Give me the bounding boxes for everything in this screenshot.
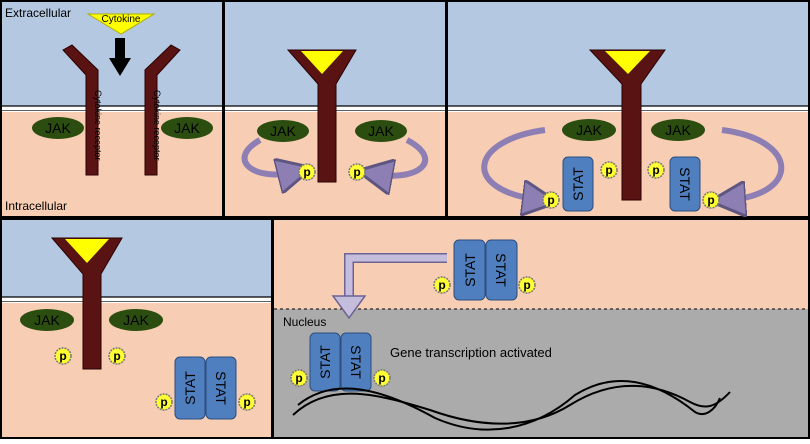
receptor-icon xyxy=(286,49,357,183)
svg-text:STAT: STAT xyxy=(213,371,229,405)
phosphate-icon: p xyxy=(600,161,618,179)
svg-text:p: p xyxy=(243,395,250,409)
svg-text:p: p xyxy=(378,371,385,385)
svg-text:p: p xyxy=(652,163,659,177)
curved-arrow-icon xyxy=(481,127,545,200)
jak-label: JAK xyxy=(45,120,71,136)
stat-icon: STAT xyxy=(340,332,372,392)
panel-4: JAK JAK p p STAT STAT p xyxy=(0,218,273,439)
jak-icon xyxy=(161,117,213,139)
svg-text:p: p xyxy=(438,278,445,292)
phosphate-icon: p xyxy=(348,163,366,181)
receptor-icon xyxy=(50,237,123,370)
phosphate-icon: p xyxy=(518,276,536,294)
phosphate-icon: p xyxy=(433,276,451,294)
jak-label: JAK xyxy=(665,122,691,138)
svg-text:p: p xyxy=(303,165,310,179)
svg-text:p: p xyxy=(59,349,66,363)
svg-text:p: p xyxy=(113,349,120,363)
panel-3: JAK JAK STAT STAT p p p p xyxy=(446,0,810,217)
jak-label: JAK xyxy=(368,123,394,139)
curved-arrow-icon xyxy=(241,137,295,174)
jak-label: JAK xyxy=(270,123,296,139)
jak-label: JAK xyxy=(34,312,60,328)
stat-dimer: STAT STAT p p xyxy=(290,332,391,392)
intracellular-label: Intracellular xyxy=(5,199,67,213)
svg-text:STAT: STAT xyxy=(462,253,478,287)
stat-icon: STAT xyxy=(669,156,701,212)
panel-2: JAK JAK p p xyxy=(223,0,447,218)
svg-text:p: p xyxy=(353,165,360,179)
down-arrow-icon xyxy=(109,38,131,76)
panel-5: Nucleus Gene transcription activated STA… xyxy=(272,218,810,439)
cytokine-icon xyxy=(605,51,650,74)
jak-label: JAK xyxy=(576,122,602,138)
jak-icon xyxy=(32,117,84,139)
receptor-label-left: Cytokine receptor xyxy=(93,90,103,161)
stat-label: STAT xyxy=(677,167,693,201)
stat-label: STAT xyxy=(570,167,586,201)
jak-icon xyxy=(562,119,616,141)
stat-icon: STAT xyxy=(453,239,486,301)
jak-icon xyxy=(109,309,163,331)
svg-text:STAT: STAT xyxy=(182,371,198,405)
phosphate-icon: p xyxy=(647,161,665,179)
phosphate-icon: p xyxy=(702,191,720,209)
jak-icon xyxy=(257,120,309,142)
stat-icon: STAT xyxy=(485,239,518,301)
gene-transcription-label: Gene transcription activated xyxy=(390,345,552,360)
curved-arrow-icon xyxy=(375,137,429,176)
phosphate-icon: p xyxy=(298,163,316,181)
jak-icon xyxy=(355,120,407,142)
jak-label: JAK xyxy=(123,312,149,328)
svg-text:p: p xyxy=(547,193,554,207)
svg-text:p: p xyxy=(605,163,612,177)
cytokine-icon xyxy=(65,239,109,263)
phosphate-icon: p xyxy=(108,347,126,365)
jak-icon xyxy=(651,119,705,141)
nucleus-label: Nucleus xyxy=(283,315,326,329)
cytokine-icon xyxy=(86,13,156,35)
dna-icon xyxy=(292,380,731,431)
svg-text:p: p xyxy=(160,395,167,409)
receptor-icon xyxy=(62,44,99,176)
svg-text:STAT: STAT xyxy=(348,345,364,379)
jak-icon xyxy=(20,309,74,331)
svg-text:p: p xyxy=(523,278,530,292)
phosphate-icon: p xyxy=(290,369,308,387)
translocation-arrow-icon xyxy=(331,253,447,320)
stat-icon: STAT xyxy=(562,156,594,212)
svg-text:p: p xyxy=(707,193,714,207)
svg-text:STAT: STAT xyxy=(317,345,333,379)
receptor-icon xyxy=(588,49,666,201)
panel-1: Extracellular Intracellular Cytokine Cyt… xyxy=(0,0,224,218)
svg-text:STAT: STAT xyxy=(493,253,509,287)
cytokine-label: Cytokine xyxy=(102,14,141,25)
phosphate-icon: p xyxy=(542,191,560,209)
receptor-label-right: Cytokine receptor xyxy=(152,90,162,161)
svg-text:p: p xyxy=(295,371,302,385)
jak-label: JAK xyxy=(174,120,200,136)
stat-dimer: STAT STAT p p xyxy=(155,356,256,420)
phosphate-icon: p xyxy=(238,393,256,411)
stat-dimer: STAT STAT p p xyxy=(433,239,536,301)
stat-icon: STAT xyxy=(309,332,341,392)
cytokine-icon xyxy=(301,51,343,74)
extracellular-label: Extracellular xyxy=(5,6,71,20)
phosphate-icon: p xyxy=(155,393,173,411)
phosphate-icon: p xyxy=(54,347,72,365)
phosphate-icon: p xyxy=(373,369,391,387)
curved-arrow-icon xyxy=(722,127,785,200)
stat-icon: STAT xyxy=(174,356,206,420)
receptor-icon xyxy=(144,44,181,176)
stat-icon: STAT xyxy=(205,356,237,420)
